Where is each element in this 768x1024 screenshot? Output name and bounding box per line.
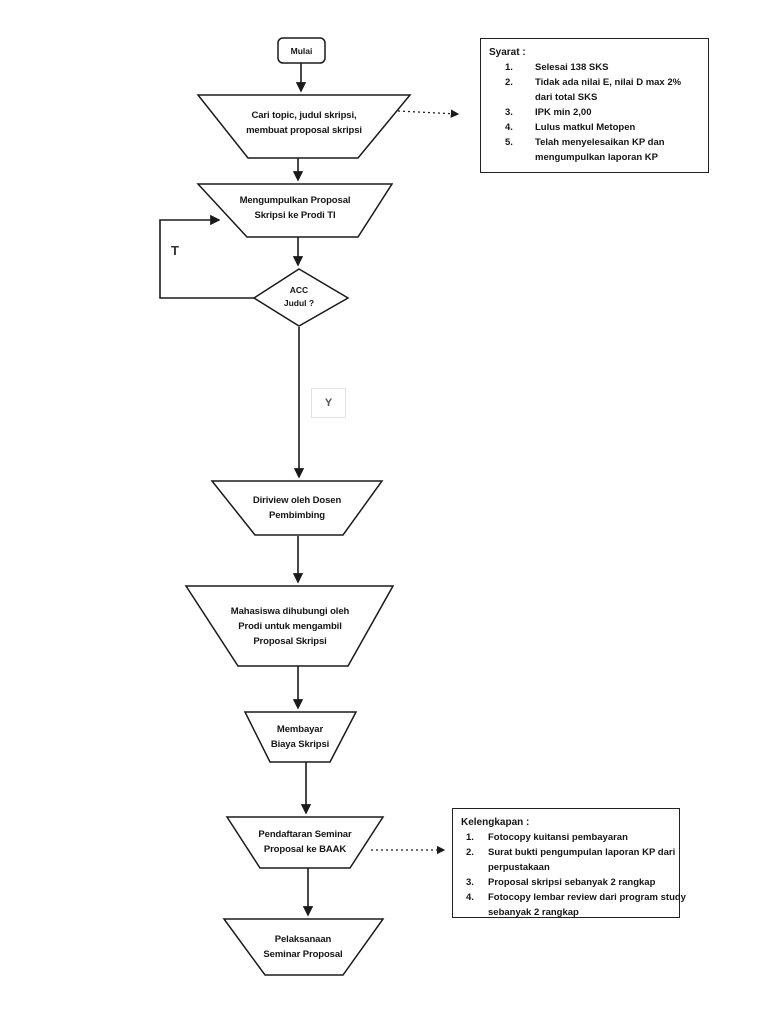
syarat-item5-line1: Telah menyelesaikan KP dan (535, 137, 665, 148)
start-node-label: Mulai (290, 45, 313, 56)
cari-topic-line1: Cari topic, judul skripsi, (251, 110, 357, 121)
pendaftaran-line1: Pendaftaran Seminar (258, 829, 352, 840)
trapezoid-cari-topic (196, 94, 412, 159)
syarat-item-num: 5. (505, 137, 513, 148)
pelaksanaan-line1: Pelaksanaan (274, 934, 332, 945)
kelengkapan-item2-line2: perpustakaan (488, 862, 550, 873)
syarat-item: 5. Telah menyelesaikan KP dan mengumpulk… (481, 135, 708, 165)
cari-topic-label: Cari topic, judul skripsi, membuat propo… (204, 108, 404, 138)
syarat-item-text: Lulus matkul Metopen (535, 120, 635, 135)
kelengkapan-item-num: 4. (466, 892, 474, 903)
syarat-item-text: Tidak ada nilai E, nilai D max 2% dari t… (535, 75, 681, 105)
diriview-line1: Diriview oleh Dosen (252, 495, 342, 506)
dotted-arrow-to-syarat (397, 109, 460, 118)
syarat-item: 1. Selesai 138 SKS (481, 60, 708, 75)
kelengkapan-item3-line1: Proposal skripsi sebanyak 2 rangkap (488, 877, 656, 888)
syarat-item-text: Telah menyelesaikan KP dan mengumpulkan … (535, 135, 665, 165)
kelengkapan-item: 2. Surat bukti pengumpulan laporan KP da… (453, 845, 679, 875)
syarat-item-num: 4. (505, 122, 513, 133)
pelaksanaan-line2: Seminar Proposal (263, 949, 343, 960)
trapezoid-pendaftaran-seminar (225, 816, 385, 869)
kelengkapan-item-text: Proposal skripsi sebanyak 2 rangkap (488, 875, 655, 890)
mahasiswa-line1: Mahasiswa dihubungi oleh (230, 606, 350, 617)
acc-line1: ACC (289, 285, 309, 295)
arrow-loop-reject (159, 214, 254, 299)
kelengkapan-item-num: 1. (466, 832, 474, 843)
pelaksanaan-seminar-label: Pelaksanaan Seminar Proposal (203, 932, 403, 962)
cari-topic-line2: membuat proposal skripsi (246, 125, 362, 136)
kelengkapan-item-text: Fotocopy kuitansi pembayaran (488, 830, 628, 845)
acc-judul-label: ACC Judul ? (264, 284, 334, 310)
mahasiswa-dihubungi-label: Mahasiswa dihubungi oleh Prodi untuk men… (190, 604, 390, 649)
syarat-item-text: Selesai 138 SKS (535, 60, 608, 75)
syarat-item2-line1: Tidak ada nilai E, nilai D max 2% (535, 77, 682, 88)
membayar-label: Membayar Biaya Skripsi (240, 722, 360, 752)
kelengkapan-item-text: Fotocopy lembar review dari program stud… (488, 890, 686, 920)
trapezoid-membayar (243, 711, 358, 763)
kelengkapan-item: 3. Proposal skripsi sebanyak 2 rangkap (453, 875, 679, 890)
kelengkapan-item: 4. Fotocopy lembar review dari program s… (453, 890, 686, 920)
syarat-item: 4. Lulus matkul Metopen (481, 120, 708, 135)
syarat-item3-line1: IPK min 2,00 (535, 107, 592, 118)
kelengkapan-item4-line2: sebanyak 2 rangkap (488, 907, 579, 918)
kelengkapan-note-box: Kelengkapan : 1. Fotocopy kuitansi pemba… (452, 808, 686, 920)
syarat-title: Syarat : (489, 47, 526, 58)
mengumpulkan-line2: Skripsi ke Prodi TI (254, 210, 336, 221)
syarat-item2-line2: dari total SKS (535, 92, 598, 103)
kelengkapan-item1-line1: Fotocopy kuitansi pembayaran (488, 832, 628, 843)
syarat-item5-line2: mengumpulkan laporan KP (535, 152, 658, 163)
trapezoid-diriview (210, 480, 384, 536)
branch-label-yes: Y (311, 388, 346, 418)
mengumpulkan-line1: Mengumpulkan Proposal (239, 195, 351, 206)
trapezoid-mahasiswa-dihubungi (184, 585, 395, 667)
syarat-item: 2. Tidak ada nilai E, nilai D max 2% dar… (481, 75, 708, 105)
syarat-item-text: IPK min 2,00 (535, 105, 592, 120)
kelengkapan-item-num: 2. (466, 847, 474, 858)
syarat-item-num: 3. (505, 107, 513, 118)
kelengkapan-item2-line1: Surat bukti pengumpulan laporan KP dari (488, 847, 676, 858)
kelengkapan-item-text: Surat bukti pengumpulan laporan KP dari … (488, 845, 675, 875)
kelengkapan-item: 1. Fotocopy kuitansi pembayaran (453, 830, 679, 845)
mahasiswa-line3: Proposal Skripsi (253, 636, 327, 647)
decision-diamond-acc-judul (252, 268, 350, 327)
mengumpulkan-proposal-label: Mengumpulkan Proposal Skripsi ke Prodi T… (195, 193, 395, 223)
diriview-line2: Pembimbing (268, 510, 325, 521)
acc-line2: Judul ? (283, 298, 315, 308)
syarat-item: 3. IPK min 2,00 (481, 105, 708, 120)
kelengkapan-title: Kelengkapan : (461, 817, 530, 828)
syarat-item1-line1: Selesai 138 SKS (535, 62, 609, 73)
syarat-note-box: Syarat : 1. Selesai 138 SKS 2. Tidak ada… (480, 38, 709, 173)
pendaftaran-line2: Proposal ke BAAK (263, 844, 347, 855)
pendaftaran-seminar-label: Pendaftaran Seminar Proposal ke BAAK (205, 827, 405, 857)
diriview-label: Diriview oleh Dosen Pembimbing (197, 493, 397, 523)
mahasiswa-line2: Prodi untuk mengambil (238, 621, 342, 632)
membayar-line1: Membayar (276, 724, 324, 735)
syarat-item4-line1: Lulus matkul Metopen (535, 122, 636, 133)
membayar-line2: Biaya Skripsi (270, 739, 330, 750)
syarat-item-num: 2. (505, 77, 513, 88)
start-terminator-shape (277, 37, 326, 64)
syarat-item-num: 1. (505, 62, 513, 73)
trapezoid-pelaksanaan-seminar (222, 918, 385, 976)
branch-label-no: T (171, 243, 179, 258)
kelengkapan-item4-line1: Fotocopy lembar review dari program stud… (488, 892, 686, 903)
kelengkapan-item-num: 3. (466, 877, 474, 888)
trapezoid-mengumpulkan-proposal (196, 183, 394, 238)
